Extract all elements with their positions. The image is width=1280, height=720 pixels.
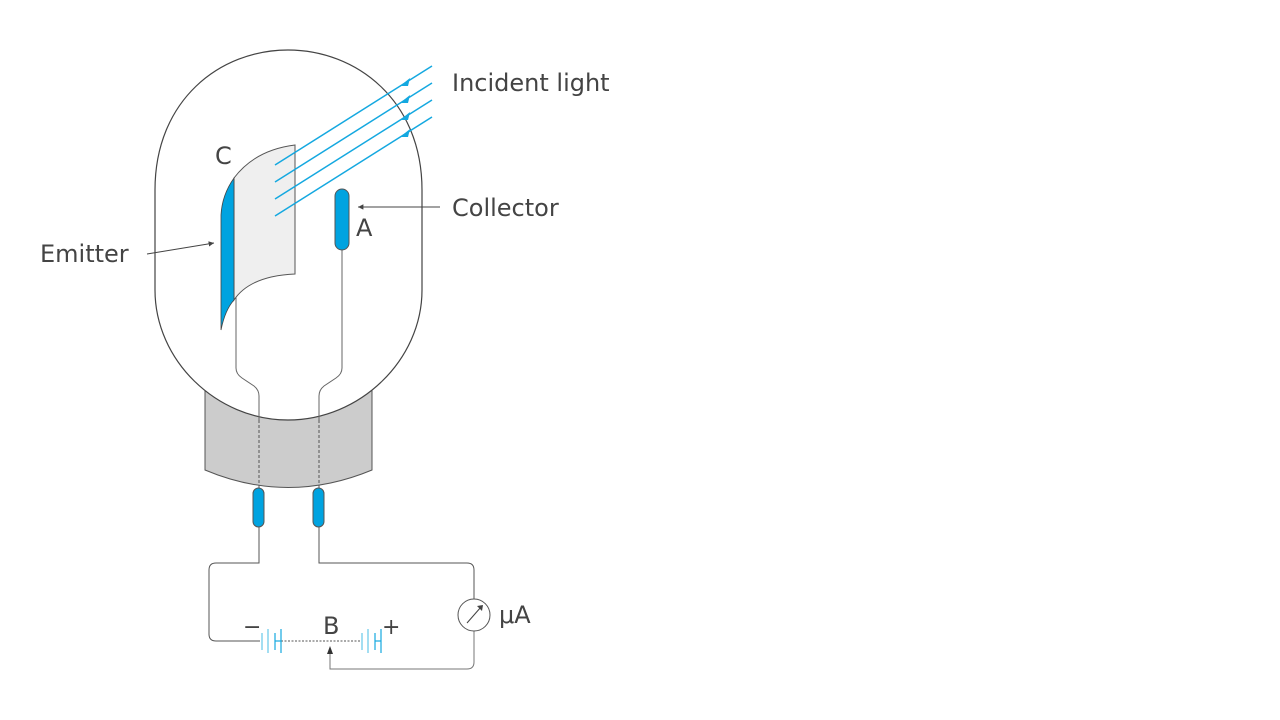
label-plus: +: [382, 615, 400, 640]
label-ammeter: μA: [499, 601, 531, 629]
label-emitter: Emitter: [40, 240, 129, 268]
arrowhead-icon: [400, 129, 410, 137]
light-ray-arrowheads: [400, 78, 410, 137]
emitter-lead-wire: [235, 270, 260, 420]
label-anode-a: A: [356, 214, 373, 242]
label-collector: Collector: [452, 194, 559, 222]
tube-base: [204, 389, 373, 488]
battery-cell-left: [261, 629, 282, 653]
emitter-pointer-arrow: [146, 241, 215, 255]
label-battery-b: B: [323, 612, 339, 640]
emitter-surface: [220, 176, 235, 331]
ammeter: [457, 598, 491, 632]
arrowhead-icon: [400, 78, 410, 86]
ammeter-needle-icon: [466, 606, 482, 624]
circuit-wire-right: [318, 527, 475, 599]
sliding-contact-arrow-icon: [327, 646, 333, 654]
emitter-pin: [252, 487, 265, 528]
arrowhead-icon: [400, 112, 410, 120]
circuit-wire-return: [329, 631, 475, 670]
battery-cell-right: [361, 629, 382, 653]
collector-pin: [312, 487, 325, 528]
label-minus: −: [243, 615, 261, 640]
collector-lead-wire: [318, 248, 343, 420]
emitter-plate: [233, 144, 296, 302]
circuit-wire-left: [208, 527, 260, 642]
collector-rod: [334, 188, 350, 251]
label-incident-light: Incident light: [452, 69, 610, 97]
arrowhead-icon: [400, 95, 410, 103]
label-cathode-c: C: [215, 142, 232, 170]
